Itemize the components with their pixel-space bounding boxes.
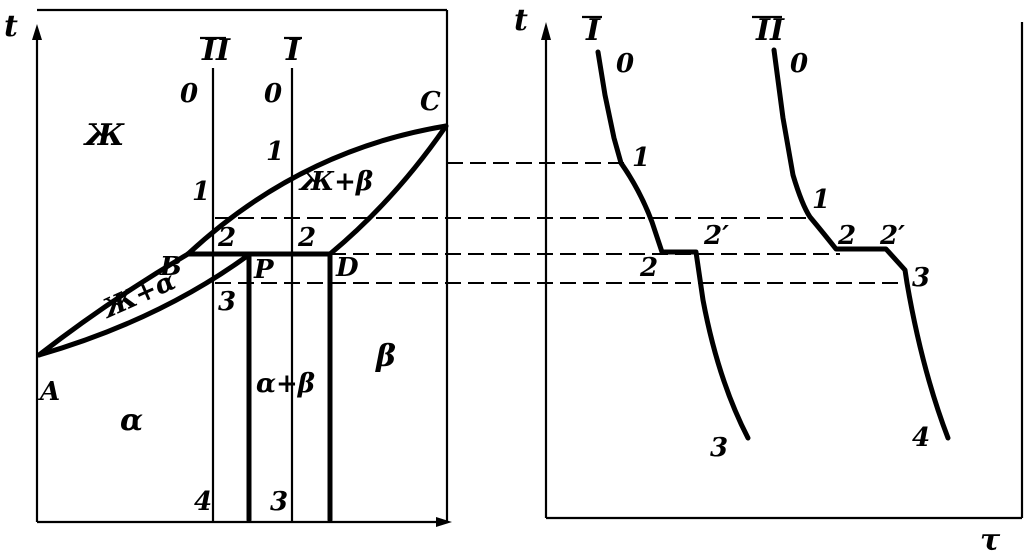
point-D-label: D (335, 253, 359, 283)
alloy-II-point-0: 0 (180, 79, 198, 109)
curve-II-name: II (755, 13, 785, 48)
point-B-label: B (159, 252, 182, 282)
phase-liquid-label: Ж (83, 118, 125, 153)
point-A-label: A (37, 377, 60, 407)
right-t-axis-label: t (514, 3, 528, 38)
alloy-I-point-0: 0 (264, 79, 282, 109)
alloy-II-point-2: 2 (217, 223, 236, 253)
alloy-I-point-1: 1 (266, 137, 284, 167)
cooling-curve-I (595, 49, 751, 441)
solidus-D-C (327, 123, 449, 257)
right-cooling-curves: t τ I 0 1 2 2′ 3 II 0 1 2 2′ 3 4 (514, 3, 1024, 554)
curve-I-point-0: 0 (616, 49, 634, 79)
curve-I-point-3: 3 (710, 433, 728, 463)
liquidus-B-C (185, 123, 449, 257)
alloy-II-point-1: 1 (192, 177, 210, 207)
left-t-axis-label: t (4, 9, 18, 44)
curve-II-point-1: 1 (812, 185, 830, 215)
alloy-II-point-4: 4 (194, 487, 212, 517)
left-x-axis-arrow-icon (436, 517, 452, 527)
curve-I-point-2p: 2′ (703, 221, 729, 251)
solidus-A-P (36, 251, 253, 358)
curve-I-point-2: 2 (639, 253, 658, 283)
phase-alpha-beta-label: α+β (256, 369, 315, 399)
point-P-label: P (253, 255, 275, 285)
liquidus-A-B (36, 251, 191, 358)
alloy-I-point-2: 2 (297, 223, 316, 253)
right-tau-axis-label: τ (980, 523, 1001, 554)
right-t-axis-arrow-icon (541, 22, 551, 40)
projection-lines (215, 162, 905, 284)
phase-alpha-label: α (120, 403, 143, 438)
alloy-II-point-3: 3 (218, 287, 236, 317)
curve-I-point-1: 1 (632, 143, 650, 173)
phase-beta-label: β (375, 339, 396, 374)
curve-II-point-2: 2 (837, 221, 856, 251)
curve-II-point-2p: 2′ (879, 221, 905, 251)
point-C-label: C (420, 87, 441, 117)
alloy-I-label: I (285, 33, 301, 68)
left-t-axis-arrow-icon (32, 24, 42, 40)
curve-II-point-3: 3 (912, 263, 930, 293)
curve-I-name: I (585, 13, 601, 48)
curve-II-point-0: 0 (790, 49, 808, 79)
curve-II-point-4: 4 (912, 423, 930, 453)
left-phase-diagram: II I t A B C D P Ж Ж+β Ж+α α β α+β 0 1 2… (4, 8, 452, 527)
alloy-I-point-3: 3 (270, 487, 288, 517)
phase-liquid-beta-label: Ж+β (298, 167, 373, 197)
cooling-curve-II (771, 47, 951, 441)
